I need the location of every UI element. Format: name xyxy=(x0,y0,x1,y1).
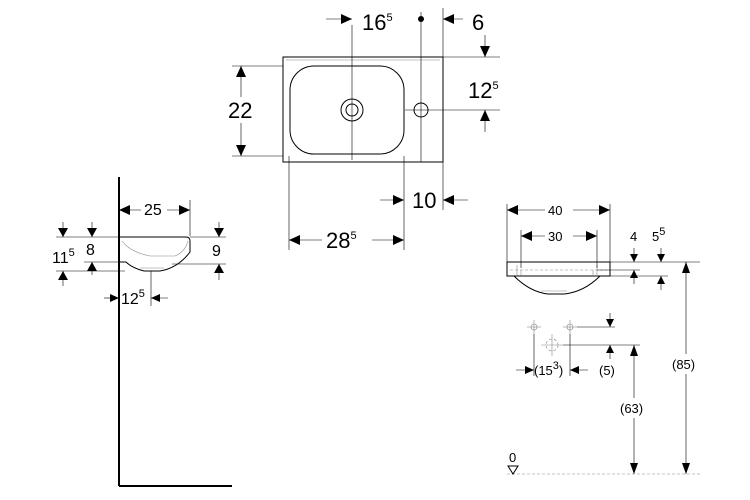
basin-outline-front xyxy=(506,261,611,277)
dim-edge-right: 6 xyxy=(472,10,484,35)
dim-hole-offset: 165 xyxy=(362,10,393,35)
front-view: 40 30 4 55 xyxy=(506,200,702,475)
dim-fixing-height: (63) xyxy=(620,401,643,416)
fixing-point-right xyxy=(563,320,577,334)
dim-rim-left: 4 xyxy=(630,229,637,244)
drain-point xyxy=(541,334,563,356)
dim-tap-offset: 125 xyxy=(468,78,499,103)
dim-width-top: 285 xyxy=(326,228,357,253)
dim-drain-offset: 125 xyxy=(121,288,145,308)
dim-rim-right: 9 xyxy=(212,243,221,260)
dim-inner-width: 30 xyxy=(548,229,562,244)
bowl-outline xyxy=(289,65,405,155)
dim-overall-width: 40 xyxy=(548,203,562,218)
dim-fixing-spacing: (153) xyxy=(534,360,563,378)
basin-profile-side xyxy=(119,236,191,272)
floor-level-label: 0 xyxy=(509,450,516,465)
fixing-point-left xyxy=(527,320,541,334)
side-view: 25 115 8 9 125 xyxy=(52,177,232,487)
dim-rim-right-front: 55 xyxy=(652,226,665,244)
dim-height-top: 22 xyxy=(228,98,252,123)
top-view: 165 6 125 22 10 285 xyxy=(226,8,500,253)
dim-depth-side: 25 xyxy=(144,202,162,219)
dim-overflow-offset: 10 xyxy=(412,188,436,213)
dim-rim-height: 115 xyxy=(52,247,75,267)
dim-total-height: (85) xyxy=(672,357,695,372)
dim-drain-height: (5) xyxy=(599,363,615,378)
dim-bowl-depth: 8 xyxy=(86,242,95,259)
